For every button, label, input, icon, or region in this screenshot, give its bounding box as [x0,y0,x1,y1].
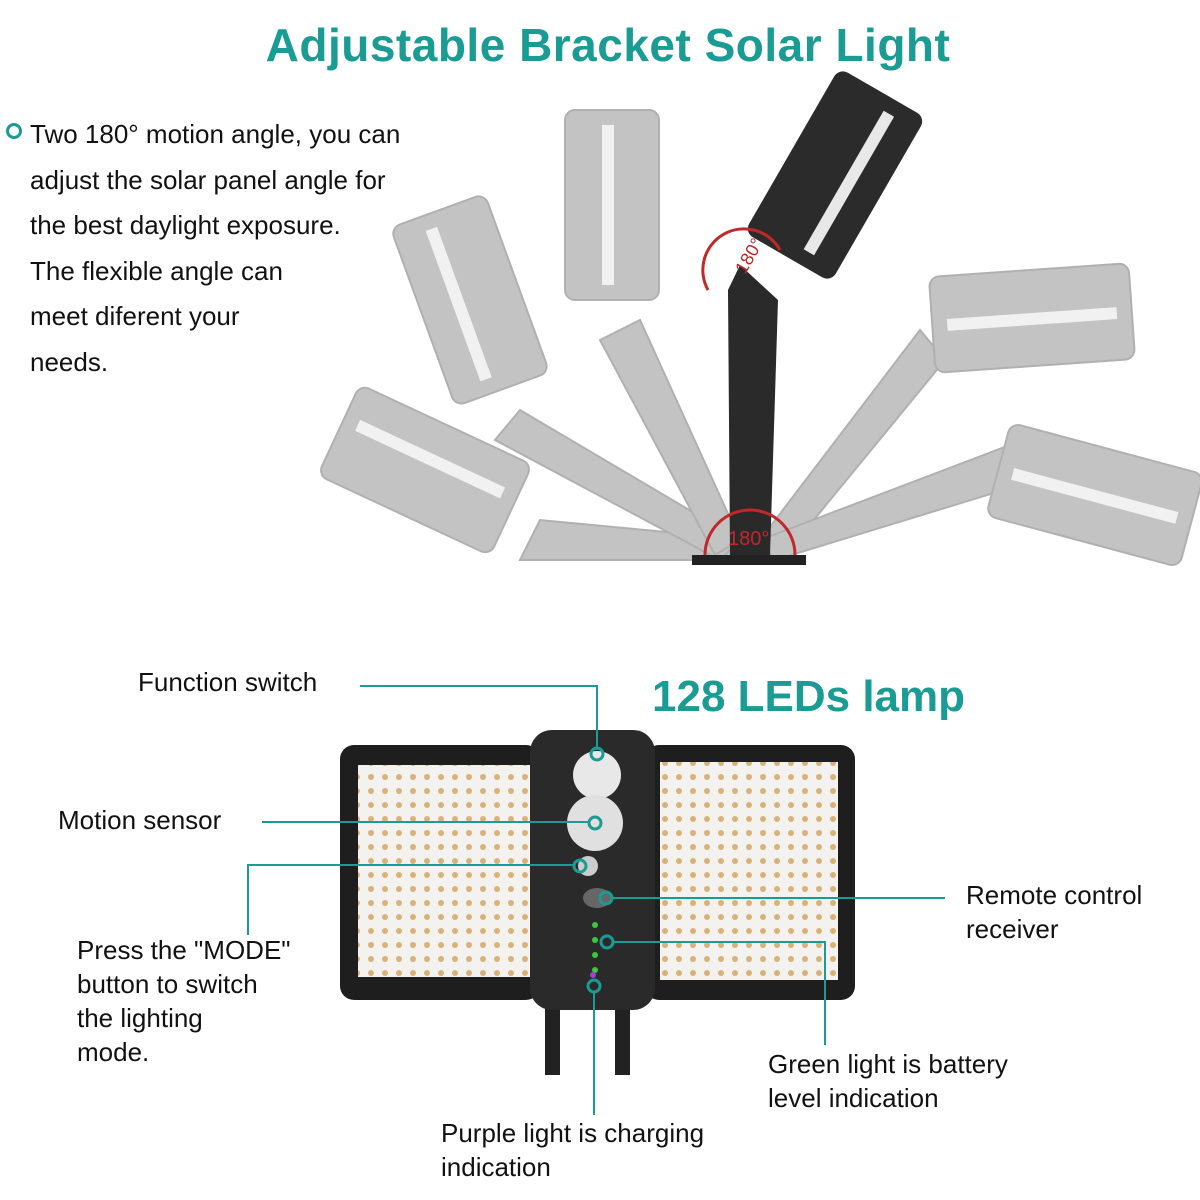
ghost-light-head [392,195,548,405]
angle-label-bottom: 180° [728,528,769,550]
motion-sensor-icon [567,795,623,851]
function-switch-button [573,751,621,799]
label-purple-light: Purple light is charging indication [441,1116,704,1184]
mode-button [578,856,598,876]
mount-leg [615,1000,630,1075]
label-line: mode. [77,1037,150,1067]
ghost-arm [493,408,742,562]
main-bracket [692,71,923,565]
battery-led-indicators [592,922,598,973]
charge-led-indicator [590,972,596,978]
description-line: meet diferent your [30,301,240,331]
label-green-light: Green light is battery level indication [768,1047,1008,1115]
label-function-switch: Function switch [138,667,318,697]
control-column [530,730,655,1010]
angle-arc-bottom [703,508,797,556]
label-line: Press the "MODE" [77,935,291,965]
label-line: level indication [768,1083,939,1113]
angle-arc-top [701,227,782,291]
description-line: Two 180° motion angle, you can [30,119,401,149]
bullet-circle-icon [6,123,22,139]
label-line: indication [441,1152,551,1182]
label-line: Remote control [966,880,1143,910]
ghost-light-head [987,424,1200,566]
label-line: the lighting [77,1003,203,1033]
description-line: adjust the solar panel angle for [30,164,386,195]
label-mode: Press the "MODE" button to switch the li… [77,933,291,1069]
ghost-light-head [564,109,660,301]
remote-receiver [583,888,611,908]
lamp-title: 128 LEDs lamp [652,672,966,721]
label-line: Green light is battery [768,1049,1008,1079]
ghost-light-head [320,386,530,554]
description: Two 180° motion angle, you can adjust th… [30,112,400,385]
label-line: button to switch [77,969,258,999]
label-remote: Remote control receiver [966,878,1142,946]
page-title: Adjustable Bracket Solar Light [265,19,951,71]
led-panel-right [645,745,855,1000]
label-motion-sensor: Motion sensor [58,805,222,835]
description-line: The flexible angle can [30,255,283,286]
label-line: receiver [966,914,1059,944]
description-line: needs. [30,346,109,377]
ghost-arm [598,318,742,557]
description-line: the best daylight exposure. [30,210,341,240]
ghost-light-head [928,262,1136,374]
led-panel-left [340,745,540,1000]
mount-leg [545,1000,560,1075]
bracket-angle-illustration: 180° 180° [320,71,1200,566]
label-line: Purple light is charging [441,1118,705,1148]
